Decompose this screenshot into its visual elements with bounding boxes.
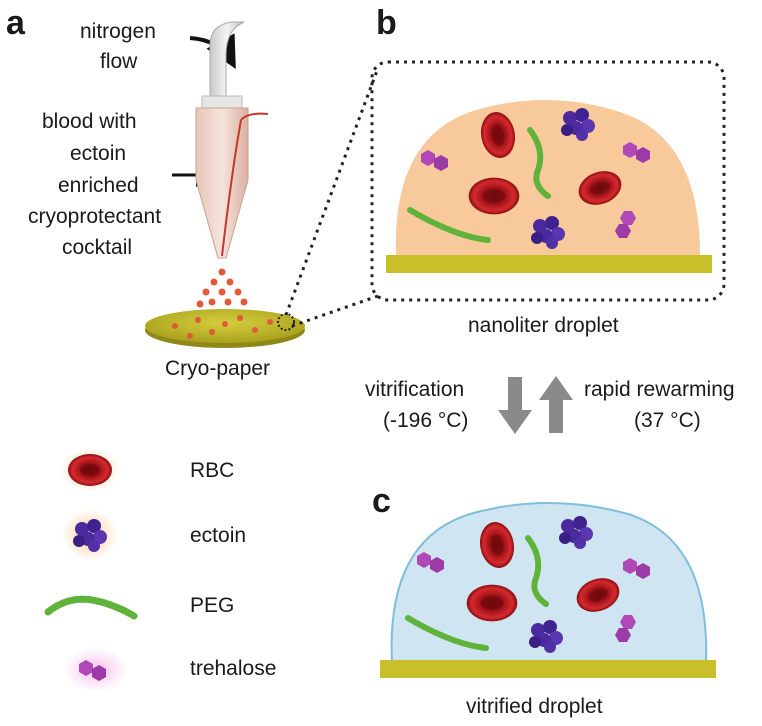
panel-label-b: b [376,4,397,42]
transition-arrows: vitrification (-196 °C) rapid rewarming … [365,376,735,434]
cryo-paper-label: Cryo-paper [165,357,270,380]
blood-label-line5: cocktail [62,236,132,259]
rbc-b-2 [468,177,520,215]
vitrification-label-line1: vitrification [365,378,464,401]
legend-item-trehalose: trehalose [64,648,276,692]
legend-item-peg: PEG [44,594,234,620]
blood-label-line4: cryoprotectant [28,205,161,228]
zoom-box [370,60,726,302]
zoom-line-bottom [291,294,379,328]
rewarming-label-line1: rapid rewarming [584,378,735,401]
panel-c: c vitrified droplet [372,482,716,718]
nozzle-device [195,21,269,259]
legend: RBC ectoin PEG trehalose [44,448,276,692]
peg-icon [44,595,138,620]
nanoliter-label: nanoliter droplet [468,314,619,337]
blood-label-line2: ectoin [70,142,126,165]
substrate-c [380,660,716,678]
peg-c-1 [525,535,549,607]
peg-b-2 [407,207,491,243]
vitrified-label: vitrified droplet [466,695,603,718]
vitrification-label-line2: (-196 °C) [383,409,468,432]
blood-label-line3: enriched [58,174,139,197]
nitrogen-label-line2: flow [100,50,138,73]
panel-a: a nitrogen flow blood with ectoin enrich… [6,4,380,380]
legend-label-trehalose: trehalose [190,657,276,680]
panel-label-a: a [6,4,26,42]
peg-c-2 [405,615,489,651]
legend-label-ectoin: ectoin [190,524,246,547]
rewarming-label-line2: (37 °C) [634,409,701,432]
rbc-c-2 [466,584,518,622]
rbc-icon [68,454,112,486]
spray-droplets [196,268,248,308]
panel-label-c: c [372,482,391,520]
blood-label-line1: blood with [42,110,137,133]
down-arrow-icon [498,377,532,434]
legend-label-rbc: RBC [190,459,234,482]
legend-item-ectoin: ectoin [62,509,246,561]
zoom-line-top [284,67,380,316]
up-arrow-icon [539,376,573,433]
substrate-b [386,255,712,273]
paper-droplets [172,315,273,339]
legend-label-peg: PEG [190,594,234,617]
nitrogen-label-line1: nitrogen [80,20,156,43]
panel-b: b nanoliter droplet [370,4,726,337]
legend-item-rbc: RBC [60,448,234,492]
peg-b-1 [527,127,551,199]
